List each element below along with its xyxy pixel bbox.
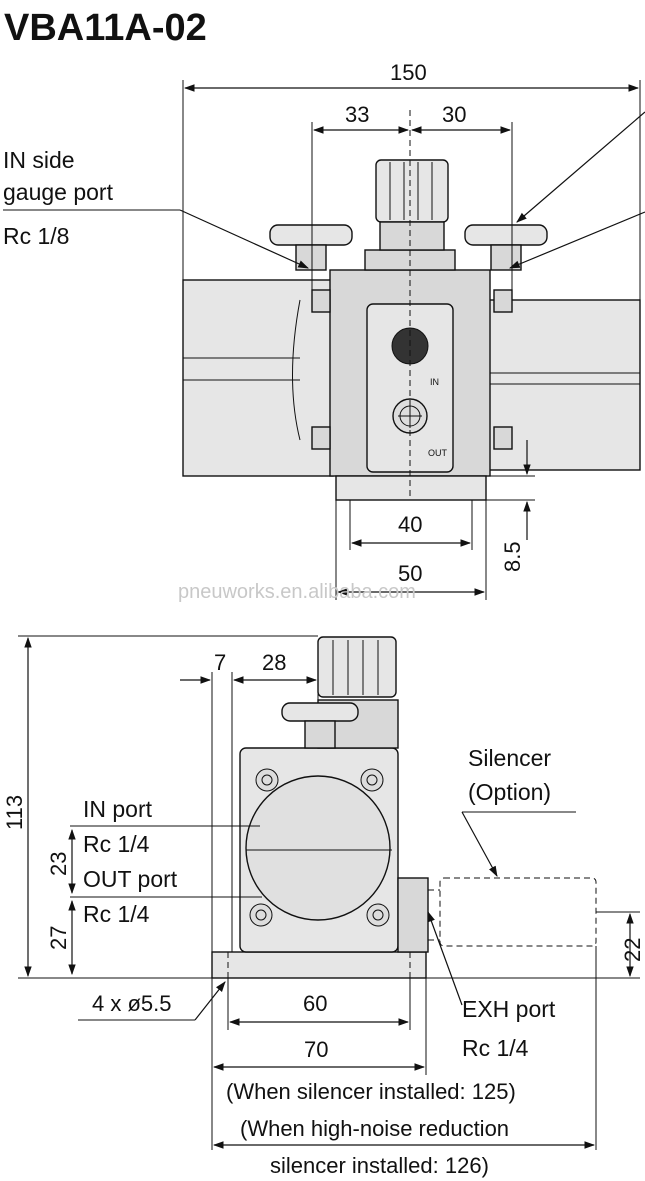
- out-port-mark: OUT: [428, 448, 448, 458]
- model-title: VBA11A-02: [4, 7, 207, 49]
- dim-7: 7: [214, 650, 226, 675]
- dim-50: 50: [398, 561, 422, 586]
- dim-28: 28: [262, 650, 286, 675]
- screw-icon: [249, 903, 273, 927]
- exh-port-label: EXH port: [462, 996, 556, 1022]
- dim-27: 27: [46, 926, 71, 950]
- silencer-label-2: (Option): [468, 779, 551, 805]
- screw-icon: [366, 903, 390, 927]
- out-port-label: OUT port: [83, 866, 178, 892]
- in-port-label: IN port: [83, 796, 153, 822]
- in-gauge-label-1: IN side: [3, 147, 75, 173]
- dim-33: 33: [345, 102, 369, 127]
- dim-60: 60: [303, 991, 327, 1016]
- silencer-label-1: Silencer: [468, 745, 551, 771]
- note-silencer-125: (When silencer installed: 125): [226, 1079, 516, 1104]
- in-port-mark: IN: [430, 377, 439, 387]
- top-view: IN OUT 150: [3, 60, 645, 600]
- mount-holes-label: 4 x ø5.5: [92, 991, 171, 1016]
- dim-150: 150: [390, 60, 427, 85]
- dim-23: 23: [46, 852, 71, 876]
- side-view: 113 23 27 7 28 IN port Rc 1/4 OUT port R…: [2, 635, 645, 1178]
- in-gauge-thread: Rc 1/8: [3, 223, 69, 249]
- screw-icon: [360, 768, 384, 792]
- note-high-noise-1: (When high-noise reduction: [240, 1116, 509, 1141]
- in-port-thread: Rc 1/4: [83, 831, 150, 857]
- dim-70: 70: [304, 1037, 328, 1062]
- in-gauge-label-2: gauge port: [3, 179, 114, 205]
- out-port-thread: Rc 1/4: [83, 901, 150, 927]
- note-high-noise-2: silencer installed: 126): [270, 1153, 489, 1178]
- screw-icon: [255, 768, 279, 792]
- dim-22: 22: [620, 938, 645, 962]
- exh-port-thread: Rc 1/4: [462, 1035, 529, 1061]
- watermark: pneuworks.en.alibaba.com: [178, 581, 416, 603]
- dim-30: 30: [442, 102, 466, 127]
- dim-40: 40: [398, 512, 422, 537]
- dim-113: 113: [2, 795, 27, 830]
- dim-8-5: 8.5: [500, 541, 525, 572]
